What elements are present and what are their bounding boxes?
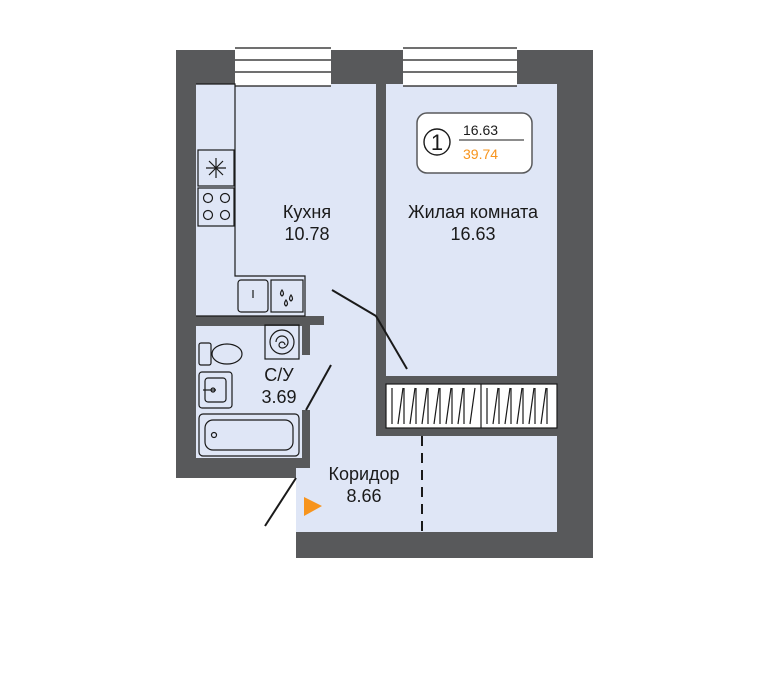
kitchen-name: Кухня [283,202,331,222]
wall-kitchen-bath [196,316,324,325]
wardrobe-icon [385,383,558,429]
room-count-circle [423,128,451,156]
entrance-arrow-icon [304,497,322,516]
bathroom-name: С/У [264,365,294,385]
stove-icon [197,187,235,227]
bathroom-area: 3.69 [261,387,296,407]
wall-wardrobe-bottom [376,428,557,436]
living-name: Жилая комната [408,202,539,222]
doors [264,289,408,527]
wall-wardrobe-left [376,376,386,436]
window-living [403,47,517,87]
washing-machine-icon [264,324,300,360]
door-bathroom [305,364,332,411]
living-area-value: 16.63 [463,122,498,138]
kitchen-counter [196,83,306,317]
window-kitchen [235,47,331,87]
hangers-right [486,387,548,425]
toilet-icon [198,342,243,366]
kitchen-sink-icon [237,279,269,313]
wall-bath-right-upper [302,325,310,355]
room-count: 1 [431,130,443,155]
corridor-name: Коридор [328,464,399,484]
wall-wardrobe-top [376,376,557,384]
interior-walls [196,84,557,468]
dishwasher-icon [270,279,304,313]
living-area: 16.63 [450,224,495,244]
floor-areas [196,84,557,532]
door-living [375,315,408,370]
summary-badge: 1 16.63 39.74 [416,112,533,174]
door-entrance [264,477,297,527]
wall-bath-right-lower [302,410,310,460]
hood-icon [197,149,235,187]
kitchen-floor [196,84,376,316]
wall-bath-bottom [196,458,310,468]
corridor-area: 8.66 [346,486,381,506]
bath-sink-icon [198,371,233,409]
kitchen-area: 10.78 [284,224,329,244]
wall-kitchen-living [376,84,386,316]
bathtub-icon [198,413,300,457]
door-kitchen [331,289,377,317]
hangers-left [391,387,476,425]
corridor-floor [296,316,557,532]
total-area-value: 39.74 [463,146,498,162]
